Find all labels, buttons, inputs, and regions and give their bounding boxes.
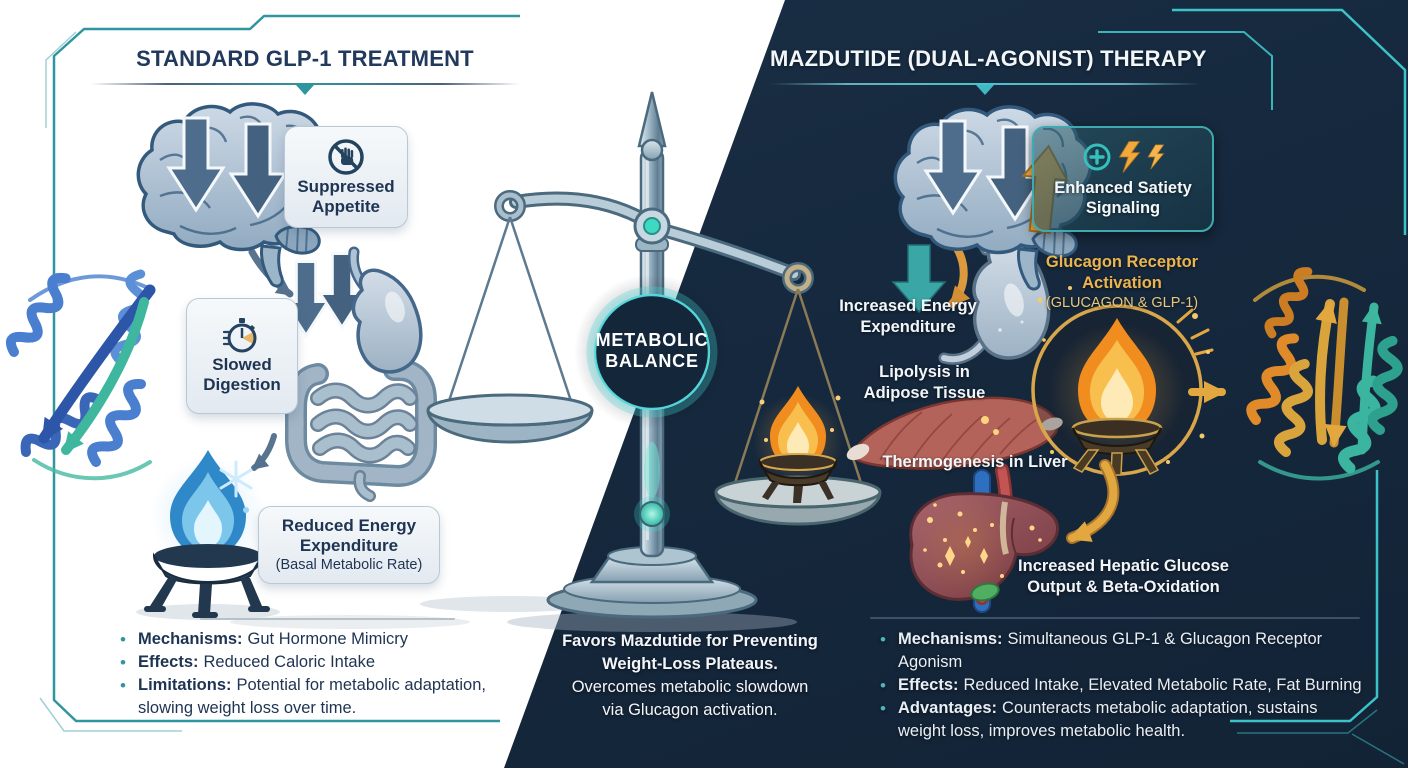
snowflake-icon [219, 460, 253, 498]
blue-flame-illustration [144, 450, 270, 618]
balance-scale [426, 91, 882, 619]
lightning-bolt-icon [1118, 141, 1140, 173]
slowed-digestion-card: Slowed Digestion [186, 298, 298, 414]
soft-shadows [136, 596, 797, 632]
thermogenesis-label: Thermogenesis in Liver [882, 453, 1068, 471]
liver-illustration [909, 463, 1059, 613]
right-title-block: MAZDUTIDE (DUAL-AGONIST) THERAPY [770, 44, 1207, 95]
liver-sparkles [923, 503, 1042, 578]
verdict-block: Favors Mazdutide for Preventing Weight-L… [545, 630, 835, 722]
left-title-rule [90, 83, 520, 85]
hepatic-output-label: Increased Hepatic Glucose Output & Beta-… [1018, 557, 1229, 596]
left-summary-bullets: Mechanisms:Gut Hormone Mimicry Effects:R… [112, 628, 532, 720]
lipolysis-label: Lipolysis in Adipose Tissue [863, 363, 986, 402]
right-bullets-separator [870, 617, 1360, 619]
plus-circle-icon [1083, 143, 1110, 171]
list-item: Advantages:Counteracts metabolic adaptat… [872, 697, 1364, 743]
sparks [1037, 286, 1210, 464]
metabolic-balance-label: METABOLIC BALANCE [595, 330, 709, 371]
verdict-bold-text: Favors Mazdutide for Preventing Weight-L… [562, 632, 818, 673]
list-item: Effects:Reduced Caloric Intake [112, 651, 532, 674]
suppressed-appetite-label: Suppressed Appetite [297, 177, 395, 216]
right-title-arrow-icon [976, 85, 994, 95]
reduced-energy-card: Reduced Energy Expenditure (Basal Metabo… [258, 506, 440, 584]
arrow-fire-to-liver [1066, 459, 1120, 544]
verdict-regular-text: Overcomes metabolic slowdown via Glucago… [571, 678, 809, 719]
enhanced-satiety-icons [1082, 140, 1165, 174]
list-item: Mechanisms:Gut Hormone Mimicry [112, 628, 532, 651]
enhanced-satiety-card: Enhanced Satiety Signaling [1032, 126, 1214, 232]
stopwatch-icon [223, 318, 257, 353]
suppressed-appetite-card: Suppressed Appetite [284, 126, 408, 228]
glucagon-activation-label: Glucagon Receptor Activation (GLUCAGON &… [1037, 252, 1207, 312]
reduced-energy-sublabel: (Basal Metabolic Rate) [275, 557, 423, 573]
right-title-rule [770, 83, 1200, 85]
left-title-arrow-icon [296, 85, 314, 95]
fire-circle [1031, 286, 1214, 476]
enhanced-satiety-label: Enhanced Satiety Signaling [1054, 179, 1192, 217]
fire-bowl-on-scale [752, 386, 844, 503]
lightning-bolt-small-icon [1146, 144, 1164, 170]
protein-ribbon-left [7, 272, 156, 481]
left-bullets-separator [200, 618, 455, 620]
frame-accents-left [39, 14, 520, 732]
reduced-energy-label: Reduced Energy Expenditure [281, 516, 417, 555]
right-summary-bullets: Mechanisms:Simultaneous GLP-1 & Glucagon… [872, 628, 1364, 743]
left-title-block: STANDARD GLP-1 TREATMENT [90, 44, 520, 95]
increased-energy-label: Increased Energy Expenditure [839, 297, 977, 336]
right-panel-title: MAZDUTIDE (DUAL-AGONIST) THERAPY [770, 46, 1207, 71]
arrow-teal-down [891, 244, 947, 314]
list-item: Limitations:Potential for metabolic adap… [112, 674, 532, 720]
metabolic-balance-badge [574, 274, 730, 430]
list-item: Mechanisms:Simultaneous GLP-1 & Glucagon… [872, 628, 1364, 674]
muscle-tissue [846, 396, 1063, 470]
glucagon-activation-subtitle: (GLUCAGON & GLP-1) [1045, 295, 1199, 311]
protein-ribbon-right [1248, 268, 1402, 481]
arrow-gut-to-flame [251, 433, 277, 471]
slowed-digestion-label: Slowed Digestion [203, 355, 281, 394]
left-panel-title: STANDARD GLP-1 TREATMENT [136, 46, 474, 71]
prohibition-hand-icon [328, 139, 364, 175]
list-item: Effects:Reduced Intake, Elevated Metabol… [872, 674, 1364, 697]
glucagon-activation-title: Glucagon Receptor Activation [1045, 253, 1199, 292]
